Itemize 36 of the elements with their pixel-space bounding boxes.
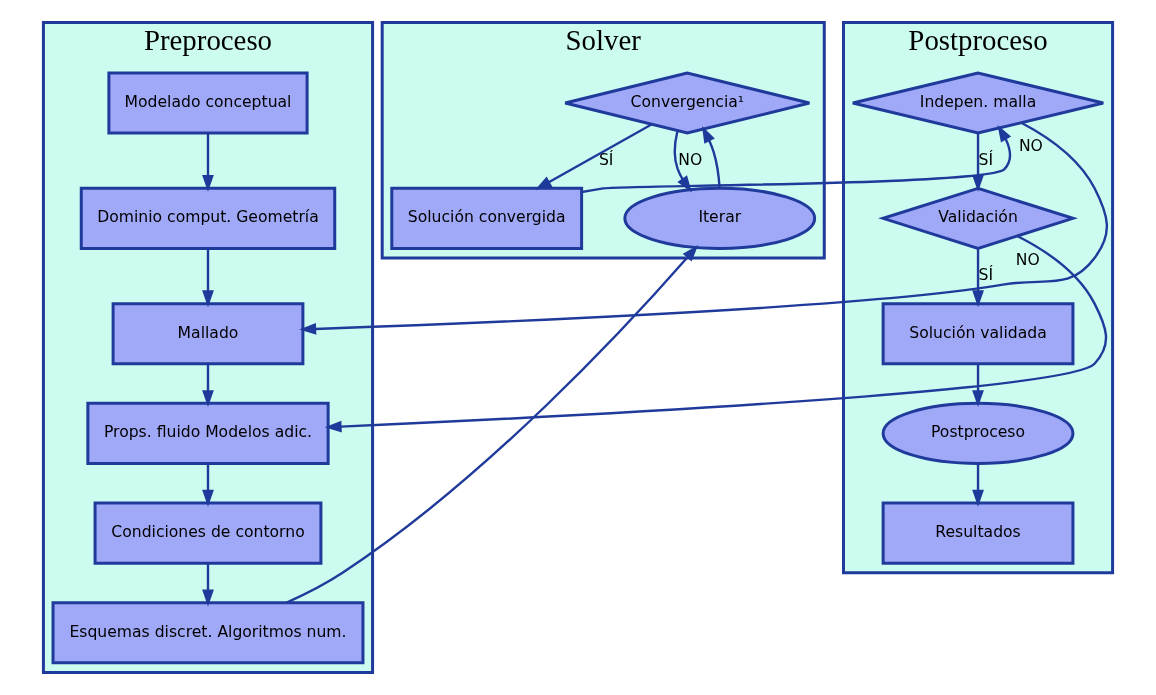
- edge-label: NO: [1018, 137, 1043, 156]
- arrow: [972, 248, 984, 308]
- arrow: [534, 123, 653, 190]
- arrow: [202, 463, 214, 507]
- node-ellipse: Postproceso: [881, 401, 1075, 465]
- arrow: [285, 245, 699, 604]
- arrow: [324, 235, 1107, 433]
- node-box: Resultados: [881, 501, 1075, 565]
- node-box: Esquemas discret. Algoritmos num.: [51, 601, 365, 665]
- edge-label: SÍ: [978, 266, 994, 285]
- node-box: Modelado conceptual: [107, 71, 309, 135]
- node-diamond: Validación: [878, 186, 1078, 250]
- edge-label: SÍ: [978, 150, 994, 169]
- node-diamond: Convergencia¹: [563, 71, 811, 135]
- arrow: [299, 121, 1108, 335]
- node-box: Mallado: [111, 302, 305, 366]
- node-diamond: Indepen. malla: [851, 71, 1105, 135]
- arrow: [972, 133, 984, 192]
- node-box: Condiciones de contorno: [93, 501, 323, 565]
- arrow: [673, 130, 692, 193]
- arrow: [202, 364, 214, 407]
- arrow: [581, 125, 1012, 194]
- edge-label: NO: [678, 150, 703, 169]
- node-box: Props. fluido Modelos adic.: [86, 401, 330, 465]
- node-box: Solución convergida: [390, 186, 584, 250]
- arrow: [202, 563, 214, 607]
- arrow: [972, 364, 984, 407]
- node-ellipse: Iterar: [623, 186, 817, 250]
- node-box: Solución validada: [881, 302, 1075, 366]
- edge-label: SÍ: [598, 150, 614, 169]
- arrow: [972, 463, 984, 507]
- arrow: [202, 248, 214, 308]
- edge-label: NO: [1015, 250, 1040, 269]
- node-box: Dominio comput. Geometría: [79, 186, 337, 250]
- arrow: [702, 126, 721, 189]
- arrow: [202, 133, 214, 192]
